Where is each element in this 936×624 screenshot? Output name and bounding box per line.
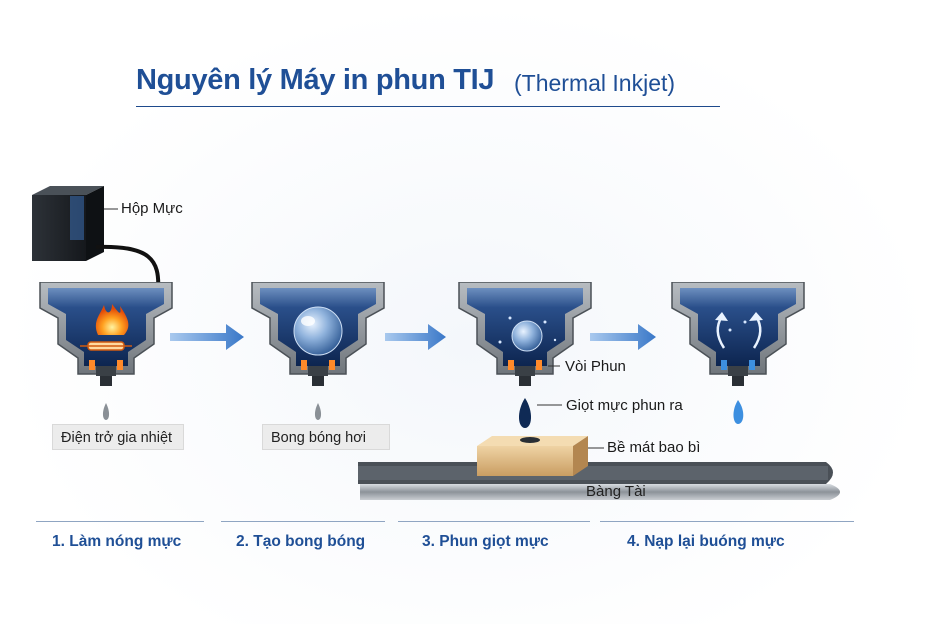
package-surface xyxy=(477,436,588,476)
step-3-rule xyxy=(398,521,590,522)
vapor-bubble xyxy=(293,306,343,356)
step-2-rule xyxy=(221,521,385,522)
arrow-1-2 xyxy=(170,324,244,350)
page-title: Nguyên lý Máy in phun TIJ xyxy=(136,64,495,96)
nozzle-label: Vòi Phun xyxy=(565,358,626,375)
conveyor-label: Bàng Tài xyxy=(586,483,646,500)
heater-flame xyxy=(80,304,132,351)
collapsing-bubble xyxy=(511,320,543,352)
ink-box-label: Hộp Mực xyxy=(121,200,183,217)
step-1-label: 1. Làm nóng mực xyxy=(52,533,182,550)
title-bar: Nguyên lý Máy in phun TIJ (Thermal Inkje… xyxy=(136,62,720,107)
heater-tag-text: Điện trở gia nhiệt xyxy=(61,430,173,446)
bubble-tag: Bong bóng hơi xyxy=(262,424,390,450)
droplet-label: Giọt mực phun ra xyxy=(566,397,683,414)
step-3-label: 3. Phun giọt mực xyxy=(422,533,549,550)
arrow-2-3 xyxy=(385,324,446,350)
droplet-4 xyxy=(733,400,744,424)
ink-droplet xyxy=(518,398,532,428)
surface-label: Bề mát bao bì xyxy=(607,439,701,456)
step-4-rule xyxy=(600,521,854,522)
droplet-1 xyxy=(102,403,110,420)
print-head-4 xyxy=(671,282,805,387)
heater-tag: Điện trở gia nhiệt xyxy=(52,424,184,450)
refill-arrows xyxy=(715,312,763,349)
ink-box xyxy=(32,186,161,321)
conveyor-belt xyxy=(358,462,840,500)
step-1-rule xyxy=(36,521,204,522)
step-2-label: 2. Tạo bong bóng xyxy=(236,533,366,550)
bubble-tag-text: Bong bóng hơi xyxy=(271,430,366,446)
droplet-2 xyxy=(314,403,322,420)
arrow-3-4 xyxy=(590,324,656,350)
page-subtitle: (Thermal Inkjet) xyxy=(514,70,676,96)
step-4-label: 4. Nạp lại buóng mực xyxy=(627,533,785,550)
